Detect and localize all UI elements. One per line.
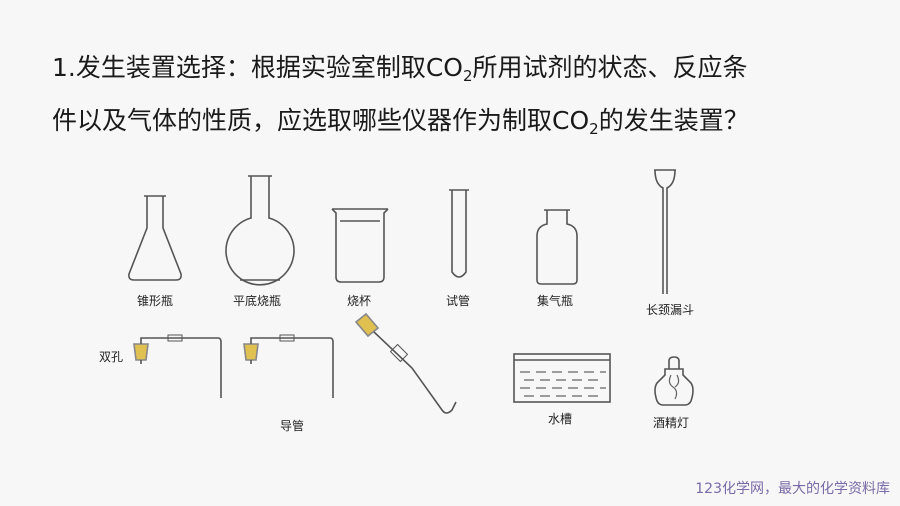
question-line-1: 1.发生装置选择：根据实验室制取CO2所用试剂的状态、反应条 (52, 53, 748, 85)
water-trough-label: 水槽 (548, 412, 573, 426)
footer-caption: 123化学网，最大的化学资料库 (695, 481, 890, 497)
delivery-tube-label: 导管 (280, 419, 305, 433)
long-funnel-drawing (654, 169, 676, 294)
double-hole-label: 双孔 (99, 350, 124, 364)
long-funnel-label: 长颈漏斗 (646, 303, 695, 317)
beaker-drawing (331, 208, 389, 283)
round-flask-label: 平底烧瓶 (233, 294, 282, 308)
alcohol-lamp-drawing (654, 356, 694, 406)
beaker-label: 烧杯 (347, 294, 372, 308)
test-tube-drawing (449, 189, 469, 278)
delivery-tube-2-drawing (243, 334, 334, 398)
bent-tube-drawing (354, 312, 457, 414)
round-flask-drawing (225, 175, 295, 286)
alcohol-lamp-label: 酒精灯 (653, 416, 690, 430)
question-line-2: 件以及气体的性质，应选取哪些仪器作为制取CO2的发生装置？ (52, 106, 749, 138)
conical-flask-label: 锥形瓶 (137, 294, 174, 308)
gas-bottle-drawing (536, 209, 578, 285)
water-trough-drawing (513, 353, 611, 403)
conical-flask-drawing (128, 195, 182, 281)
delivery-tube-1-drawing (133, 334, 222, 398)
test-tube-label: 试管 (446, 294, 471, 308)
gas-bottle-label: 集气瓶 (537, 294, 574, 308)
